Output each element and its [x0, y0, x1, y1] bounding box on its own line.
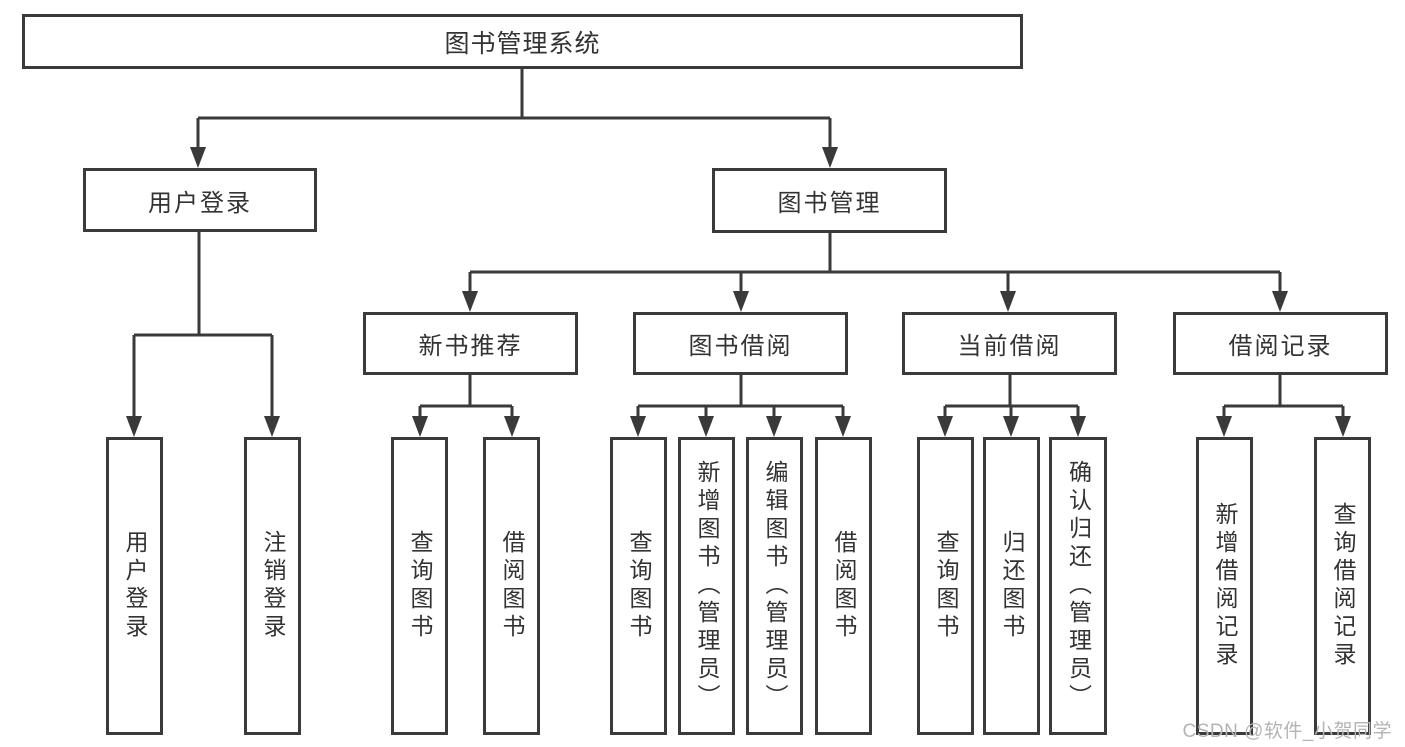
arrowhead [1003, 416, 1019, 437]
connector-borrow-records-to-leaves [1216, 373, 1351, 437]
leaf-records-query-borrow-record: 查询借阅记录 [1314, 437, 1371, 735]
arrowhead [412, 416, 428, 437]
connector-new-book-to-leaves [412, 373, 520, 437]
connector-user-login-to-leaves [126, 230, 280, 437]
arrowhead [1272, 291, 1288, 312]
arrowhead [462, 291, 478, 312]
leaf-borrow-add-books-admin: 新增图书（管理员） [678, 437, 735, 735]
node-borrow-records: 借阅记录 [1173, 312, 1388, 375]
node-book-borrow: 图书借阅 [633, 312, 848, 375]
connector-current-borrow-to-leaves [937, 373, 1086, 437]
arrowhead [1000, 291, 1016, 312]
arrowhead [1335, 416, 1351, 437]
node-new-book-recommend: 新书推荐 [363, 312, 578, 375]
arrowhead [190, 147, 206, 168]
leaf-newbook-borrow-books: 借阅图书 [483, 437, 540, 735]
leaf-current-query-books: 查询图书 [917, 437, 974, 735]
leaf-current-return-books: 归还图书 [983, 437, 1040, 735]
leaf-logout: 注销登录 [244, 437, 301, 735]
arrowhead [630, 416, 646, 437]
arrowhead [504, 416, 520, 437]
leaf-user-login: 用户登录 [106, 437, 163, 735]
arrowhead [264, 416, 280, 437]
leaf-newbook-query-books: 查询图书 [391, 437, 448, 735]
connector-book-borrow-to-leaves [630, 373, 851, 437]
arrowhead [937, 416, 953, 437]
arrowhead [698, 416, 714, 437]
csdn-watermark: CSDN @软件_小贺同学 [1182, 721, 1392, 742]
arrowhead [1070, 416, 1086, 437]
arrowhead [1216, 416, 1232, 437]
arrowhead [835, 416, 851, 437]
leaf-current-confirm-return-admin: 确认归还（管理员） [1049, 437, 1107, 735]
leaf-borrow-query-books: 查询图书 [610, 437, 667, 735]
node-root-library-system: 图书管理系统 [22, 14, 1023, 69]
connector-book-management-to-level3 [462, 231, 1288, 312]
leaf-borrow-borrow-books: 借阅图书 [815, 437, 872, 735]
node-book-management: 图书管理 [712, 168, 947, 233]
connector-root-to-level2 [190, 66, 838, 168]
arrowhead [126, 416, 142, 437]
node-current-borrow: 当前借阅 [902, 312, 1117, 375]
arrowhead [822, 147, 838, 168]
arrowhead [766, 416, 782, 437]
leaf-borrow-edit-books-admin: 编辑图书（管理员） [746, 437, 803, 735]
node-user-login: 用户登录 [83, 168, 317, 232]
leaf-records-add-borrow-record: 新增借阅记录 [1196, 437, 1253, 735]
arrowhead [733, 291, 749, 312]
